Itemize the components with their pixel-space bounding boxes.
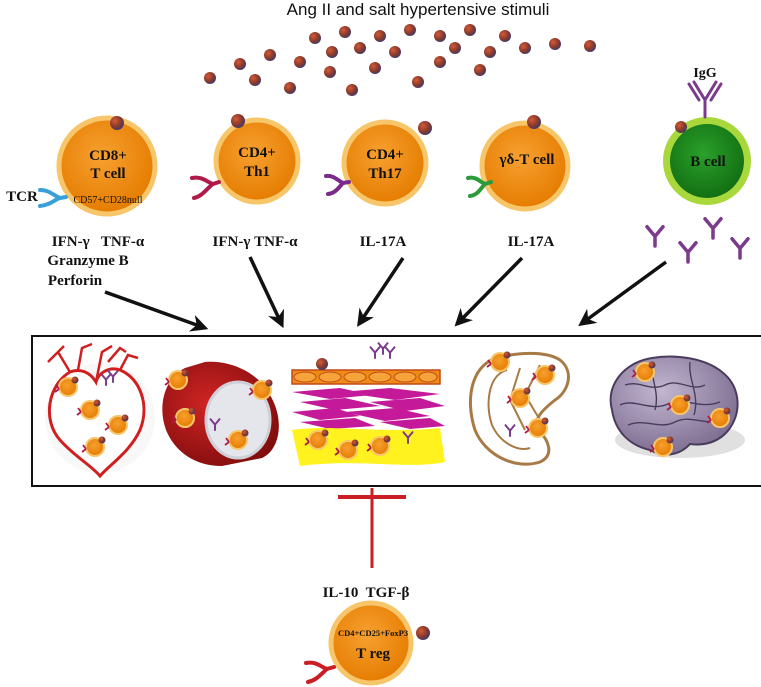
stimulus-particle	[434, 56, 446, 68]
stimulus-particle	[484, 46, 496, 58]
igg-label: IgG	[693, 66, 716, 81]
blood-vessel-organ	[162, 361, 279, 466]
th17-receptor-icon	[324, 173, 351, 196]
gamma-delta-t-cell: γδ-T cell IL-17A	[466, 115, 571, 250]
stimulus-particle	[519, 42, 531, 54]
bcell-label: B cell	[690, 154, 725, 170]
treg-cell-body	[328, 600, 414, 686]
cd8-cell-body	[56, 115, 158, 217]
stimulus-particle	[346, 84, 358, 96]
th17-cell-body	[341, 119, 429, 207]
vessel-lumen	[204, 380, 272, 460]
arrow-cd8-to-organs	[104, 290, 209, 332]
bound-particle	[527, 115, 541, 129]
stimulus-particle	[499, 30, 511, 42]
figure-title: Ang II and salt hypertensive stimuli	[287, 0, 550, 19]
bcell-body	[670, 124, 744, 198]
stimulus-particle	[374, 30, 386, 42]
cd8-surface-markers: CD57+CD28null	[74, 195, 143, 206]
antibody-icon	[703, 217, 723, 240]
bound-particle	[418, 121, 432, 135]
gdt-receptor-icon	[466, 175, 493, 198]
stimuli-particles	[204, 24, 596, 96]
stimulus-particle	[339, 26, 351, 38]
stimulus-particle	[264, 49, 276, 61]
cd8-cytokines-line1: IFN-γ TNF-α	[52, 234, 145, 250]
stimulus-particle	[249, 74, 261, 86]
th1-receptor-icon	[190, 175, 221, 200]
kidney-organ	[468, 350, 570, 466]
stimulus-particle	[549, 38, 561, 50]
smooth-muscle-layer	[292, 388, 445, 429]
antibody-icon	[678, 241, 698, 264]
treg-cytokines: IL-10 TGF-β	[323, 585, 410, 601]
brain-organ	[609, 355, 745, 458]
stimulus-particle	[324, 66, 336, 78]
arrows	[104, 256, 668, 332]
treg-receptor-icon	[304, 660, 336, 684]
heart-vessels	[47, 342, 139, 383]
stimulus-particle	[584, 40, 596, 52]
antibody-icon	[645, 225, 665, 248]
stimulus-particle	[284, 82, 296, 94]
tcr-label: TCR	[6, 189, 38, 205]
cd8-label-line1: CD8+	[89, 148, 127, 164]
stimulus-particle	[369, 62, 381, 74]
stimulus-particle	[294, 56, 306, 68]
inhibition-symbol	[338, 488, 406, 568]
stimulus-particle	[354, 42, 366, 54]
b-cell: B cell IgG	[663, 66, 751, 205]
th1-cell-body	[213, 117, 301, 205]
heart-organ	[45, 342, 155, 479]
arrow-th1-to-organs	[248, 256, 284, 329]
arrow-bcell-to-organs	[578, 260, 668, 327]
th1-label-line1: CD4+	[238, 145, 276, 161]
arrow-th17-to-organs	[357, 257, 405, 327]
arrow-gdt-to-organs	[454, 256, 524, 327]
stimulus-particle	[412, 76, 424, 88]
kidney-outline	[468, 351, 570, 466]
stimulus-particle	[464, 24, 476, 36]
stimulus-particle	[474, 64, 486, 76]
vessel-wall-layers	[291, 342, 445, 466]
cd8-cytokines-line2: Granzyme B	[47, 253, 128, 269]
stimulus-particle	[234, 58, 246, 70]
th17-label-line2: Th17	[368, 166, 402, 182]
gdt-label: γδ-T cell	[499, 152, 555, 168]
bound-particle	[110, 116, 124, 130]
cd8-cytokines-line3: Perforin	[48, 273, 103, 289]
stimulus-particle	[404, 24, 416, 36]
gdt-cytokines: IL-17A	[508, 234, 555, 250]
igg-receptor-icon	[687, 80, 723, 119]
stimulus-particle	[326, 46, 338, 58]
treg-cell: IL-10 TGF-β CD4+CD25+FoxP3 T reg	[304, 585, 430, 686]
th1-cell: CD4+ Th1 IFN-γ TNF-α	[190, 114, 301, 250]
th1-label-line2: Th1	[244, 164, 270, 180]
antibody-icon	[730, 237, 750, 260]
bound-particle	[675, 121, 687, 133]
gdt-cell-body	[479, 120, 571, 212]
th17-cell: CD4+ Th17 IL-17A	[324, 119, 432, 250]
bound-particle	[416, 626, 430, 640]
th17-label-line1: CD4+	[366, 147, 404, 163]
stimulus-particle	[309, 32, 321, 44]
stimulus-particle	[434, 30, 446, 42]
stimulus-particle	[204, 72, 216, 84]
free-antibodies	[645, 217, 750, 264]
bound-particle	[231, 114, 245, 128]
tcr-receptor-icon	[38, 188, 68, 208]
stimulus-particle	[389, 46, 401, 58]
treg-label: T reg	[356, 646, 391, 662]
cd8-label-line2: T cell	[90, 166, 125, 182]
th17-cytokines: IL-17A	[360, 234, 407, 250]
treg-surface-markers: CD4+CD25+FoxP3	[338, 628, 408, 638]
th1-cytokines: IFN-γ TNF-α	[213, 234, 299, 250]
stimulus-particle	[449, 42, 461, 54]
cd8-t-cell: CD8+ T cell CD57+CD28null TCR IFN-γ TNF-…	[6, 115, 158, 289]
